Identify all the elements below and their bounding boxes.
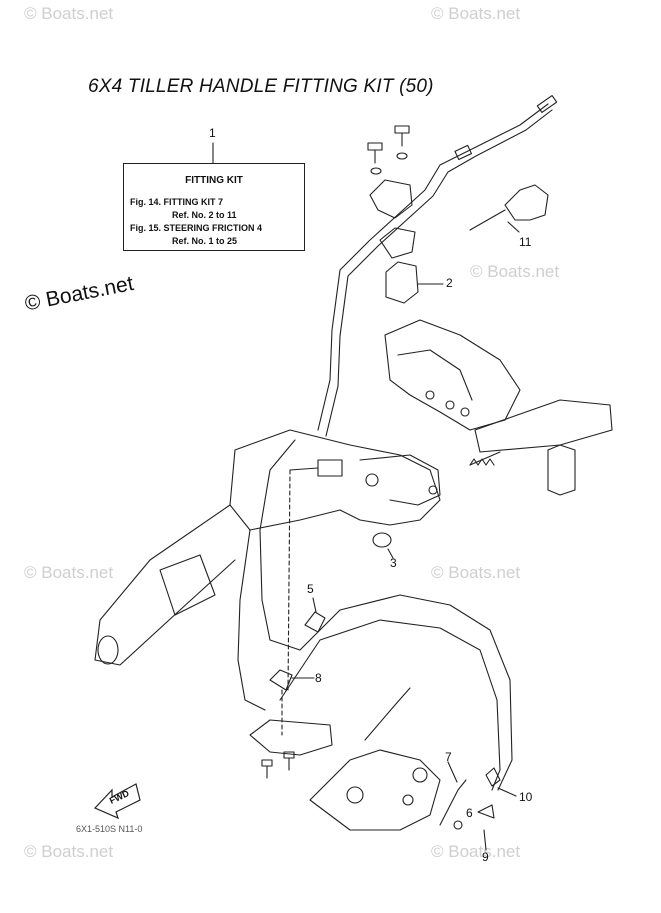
washer xyxy=(370,167,382,175)
lower-bracket xyxy=(249,719,333,756)
watermark: © Boats.net xyxy=(24,563,114,582)
part-10 xyxy=(485,767,501,787)
drawing-code: 6X1-510S N11-0 xyxy=(76,824,143,834)
callout-2[interactable]: 2 xyxy=(446,276,453,290)
cable-clamp xyxy=(379,227,416,259)
throttle-cable xyxy=(299,594,513,791)
wire xyxy=(259,439,301,651)
mount-post xyxy=(547,444,576,496)
leader-line xyxy=(507,221,520,233)
part-9 xyxy=(477,804,495,819)
bolt xyxy=(394,125,410,134)
watermark: © Boats.net xyxy=(431,842,521,861)
cable-joint xyxy=(454,144,473,161)
fitting-kit-line: Ref. No. 2 to 11 xyxy=(172,210,237,220)
diagram-title: 6X4 TILLER HANDLE FITTING KIT (50) xyxy=(88,76,434,97)
fwd-arrow xyxy=(93,783,141,820)
grommet xyxy=(385,261,419,304)
tiller-grip xyxy=(94,504,236,666)
callout-8[interactable]: 8 xyxy=(315,671,322,685)
clip-6 xyxy=(453,820,463,830)
callout-6[interactable]: 6 xyxy=(466,806,473,820)
leader-line xyxy=(447,761,458,783)
cable xyxy=(325,109,553,437)
callout-1[interactable]: 1 xyxy=(209,126,216,140)
rod-7 xyxy=(439,779,467,826)
spring xyxy=(469,451,501,466)
tiller-mount xyxy=(474,399,613,453)
grommet-3 xyxy=(372,532,392,548)
callout-11[interactable]: 11 xyxy=(519,235,532,249)
fitting-kit-line: Ref. No. 1 to 25 xyxy=(172,236,238,246)
callout-3[interactable]: 3 xyxy=(390,556,397,570)
watermark: © Boats.net xyxy=(431,4,521,23)
leader-line xyxy=(497,787,517,797)
washer xyxy=(396,152,408,160)
clip-8 xyxy=(269,669,293,691)
wire-connector xyxy=(317,459,343,477)
bolt xyxy=(367,142,383,151)
tiller-handle-body xyxy=(229,429,441,531)
watermark: © Boats.net xyxy=(24,842,114,861)
callout-10[interactable]: 10 xyxy=(519,790,533,804)
link-rod xyxy=(364,687,411,741)
callout-7[interactable]: 7 xyxy=(445,750,452,764)
watermark: © Boats.net xyxy=(470,262,560,281)
engine-bracket xyxy=(384,319,521,431)
leader-line xyxy=(312,597,317,613)
wire xyxy=(237,529,266,711)
watermark: © Boats.net xyxy=(24,4,114,23)
fitting-kit-line: Fig. 14. FITTING KIT 7 xyxy=(130,197,224,207)
fitting-kit-box: FITTING KIT Fig. 14. FITTING KIT 7 Ref. … xyxy=(123,163,305,251)
fitting-kit-line: Fig. 15. STEERING FRICTION 4 xyxy=(130,223,263,233)
clamp-bracket xyxy=(369,179,413,219)
cable-end xyxy=(536,95,558,113)
callout-9[interactable]: 9 xyxy=(482,850,489,864)
watermark: © Boats.net xyxy=(431,563,521,582)
callout-5[interactable]: 5 xyxy=(307,582,314,596)
grip-throttle xyxy=(159,554,216,616)
leader-line xyxy=(387,548,394,559)
carburetor xyxy=(309,749,441,831)
clip-5 xyxy=(304,611,326,633)
fitting-kit-heading: FITTING KIT xyxy=(185,175,243,186)
leader-line xyxy=(483,829,487,851)
cable xyxy=(317,103,549,431)
connector-plug xyxy=(504,184,549,221)
